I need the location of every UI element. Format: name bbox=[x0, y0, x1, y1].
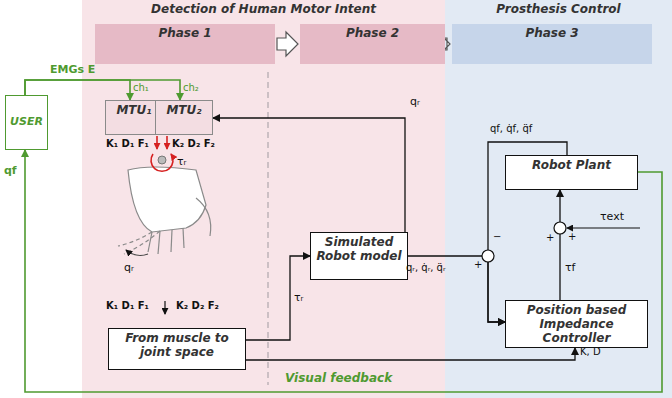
process-box: Robot Plant bbox=[505, 155, 638, 190]
process-box: From muscle to joint space bbox=[108, 328, 246, 370]
phase-arrow bbox=[277, 32, 298, 56]
box-label: Phase 2 bbox=[300, 27, 445, 41]
parameter-name: K₁ D₁ F₁ bbox=[106, 138, 149, 150]
edge-label: Visual feedback bbox=[285, 372, 392, 386]
parameter-name: K₁ D₁ F₁ bbox=[106, 300, 149, 312]
box-label: Position based Impedance Controller bbox=[506, 304, 647, 345]
edge-label: τf bbox=[565, 262, 576, 275]
signal-name: EMGs E bbox=[50, 64, 95, 77]
signal-connector bbox=[246, 256, 310, 340]
box-label: Phase 3 bbox=[452, 27, 652, 41]
edge-label: ch₂ bbox=[183, 82, 199, 94]
process-box: Position based Impedance Controller bbox=[505, 300, 648, 348]
edge-label: K, D bbox=[580, 346, 601, 358]
process-box: Simulated Robot model bbox=[310, 232, 408, 280]
intent-region: Detection of Human Motor IntentPhase 1 Ph… bbox=[82, 0, 445, 398]
edge-label: qᵣ, q̇ᵣ, q̈ᵣ bbox=[406, 262, 446, 274]
phase-band: Phase 3 bbox=[452, 24, 652, 64]
parameter-name: K₂ D₂ F₂ bbox=[172, 138, 215, 150]
control-region-ground bbox=[445, 0, 672, 398]
external-torque-arrow bbox=[567, 227, 640, 228]
box-label: MTU₁ bbox=[106, 104, 162, 118]
angle-symbol: qᵣ bbox=[124, 262, 134, 275]
signal-connector bbox=[25, 80, 180, 100]
muscle-unit-box: MTU₂ bbox=[155, 100, 213, 135]
box-label: From muscle to joint space bbox=[109, 332, 245, 360]
hand-illustration bbox=[118, 167, 211, 255]
region-heading: Detection of Human Motor Intent bbox=[82, 3, 445, 17]
box-label: Phase 1 bbox=[95, 27, 275, 41]
phase-divider bbox=[268, 72, 269, 385]
sign-mark: + bbox=[546, 232, 554, 244]
sign-mark: − bbox=[493, 231, 501, 243]
torque-symbol: τext bbox=[600, 211, 624, 224]
phase-band: Phase 2 bbox=[300, 24, 445, 64]
edge-label: qf, q̇f, q̈f bbox=[490, 123, 532, 135]
torque-symbol: τᵣ bbox=[177, 156, 186, 169]
sign-mark: + bbox=[474, 259, 482, 271]
box-label: Robot Plant bbox=[506, 159, 637, 173]
summing-junction bbox=[554, 222, 566, 234]
edge-label: ch₁ bbox=[133, 82, 149, 94]
box-label: USER bbox=[10, 116, 43, 129]
region-heading: Prosthesis Control bbox=[445, 3, 672, 17]
muscle-force-arrow bbox=[156, 136, 158, 149]
sign-mark: + bbox=[568, 231, 576, 243]
signal-connector bbox=[25, 150, 662, 392]
parameter-name: K₂ D₂ F₂ bbox=[176, 300, 219, 312]
signal-name: qf bbox=[4, 165, 17, 178]
phase-band: Phase 1 bbox=[95, 24, 275, 64]
edge-label: qᵣ bbox=[410, 96, 420, 109]
signal-connector bbox=[559, 190, 560, 300]
control-region: Prosthesis ControlPhase 3 Robot PlantPosi… bbox=[445, 0, 672, 398]
muscle-force-arrow bbox=[166, 136, 168, 149]
box-label: Simulated Robot model bbox=[311, 236, 407, 264]
signal-connector bbox=[246, 348, 575, 360]
box-label: MTU₂ bbox=[156, 104, 212, 118]
joint-torque-arc bbox=[151, 154, 173, 171]
wrist-joint bbox=[158, 156, 166, 164]
down-arrow bbox=[164, 301, 165, 314]
user-box: USER bbox=[5, 95, 48, 150]
edge-label: τᵣ bbox=[294, 292, 303, 305]
summing-junction bbox=[482, 250, 494, 262]
intent-region-ground bbox=[82, 0, 445, 398]
